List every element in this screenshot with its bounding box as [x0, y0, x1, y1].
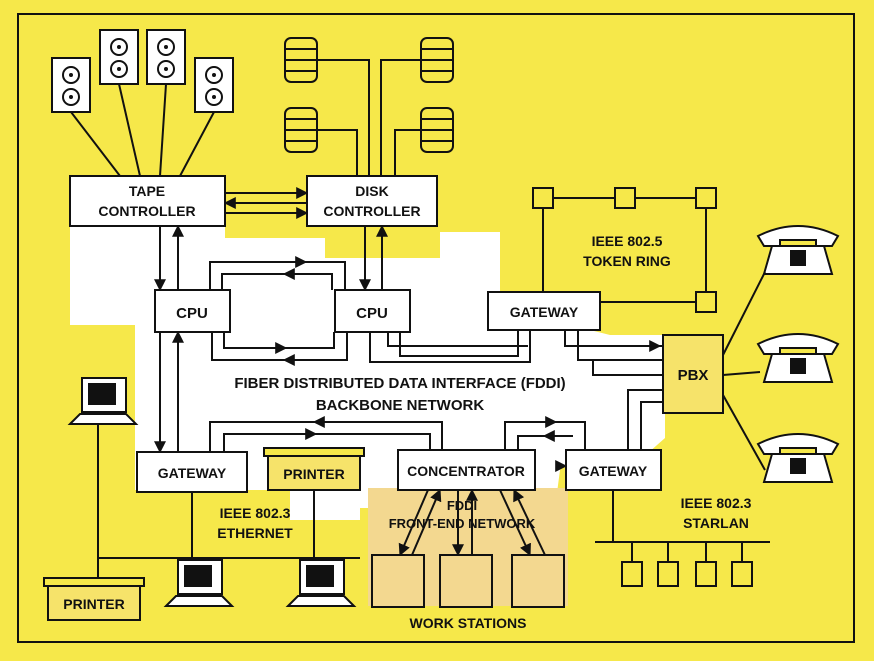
disk-controller-label: DISK: [355, 183, 388, 199]
disk-controller-label: CONTROLLER: [323, 203, 420, 219]
telephone-icon: [756, 433, 840, 483]
concentrator-label: CONCENTRATOR: [407, 463, 525, 479]
telephone-icon: [756, 333, 840, 383]
token-ring-label: TOKEN RING: [583, 253, 671, 269]
disk-stack-icon: [284, 107, 318, 153]
front-end-label: FRONT-END NETWORK: [389, 516, 536, 531]
gateway-ethernet: GATEWAY: [136, 451, 248, 493]
gateway-token-ring: GATEWAY: [487, 291, 601, 331]
starlan-label: STARLAN: [683, 515, 749, 531]
fddi-backbone-label: FIBER DISTRIBUTED DATA INTERFACE (FDDI): [234, 375, 565, 392]
tape-controller: TAPE CONTROLLER: [69, 175, 226, 227]
cpu-right-label: CPU: [356, 305, 388, 322]
cpu-left: CPU: [154, 289, 231, 333]
work-station: [439, 554, 493, 608]
gateway-starlan: GATEWAY: [565, 449, 662, 491]
work-stations-label: WORK STATIONS: [410, 615, 527, 631]
starlan-station: [621, 561, 643, 587]
tape-drive-icon: [99, 29, 139, 85]
disk-stack-icon: [420, 37, 454, 83]
concentrator: CONCENTRATOR: [397, 449, 536, 491]
ethernet-label: ETHERNET: [217, 525, 293, 541]
printer-ethernet-label: PRINTER: [63, 596, 124, 612]
cpu-right: CPU: [334, 289, 411, 333]
tape-controller-label: TAPE: [129, 183, 165, 199]
pbx: PBX: [662, 334, 724, 414]
tape-drive-icon: [194, 57, 234, 113]
computer-terminal-icon: [285, 559, 357, 607]
cpu-left-label: CPU: [176, 305, 208, 322]
disk-stack-icon: [284, 37, 318, 83]
work-station: [371, 554, 425, 608]
tape-drive-icon: [51, 57, 91, 113]
pbx-label: PBX: [678, 367, 709, 384]
disk-stack-icon: [420, 107, 454, 153]
telephone-icon: [756, 225, 840, 275]
tape-drive-icon: [146, 29, 186, 85]
starlan-label: IEEE 802.3: [681, 495, 752, 511]
printer-backbone: PRINTER: [263, 447, 365, 491]
tape-controller-label: CONTROLLER: [98, 203, 195, 219]
token-ring-network: [532, 187, 717, 313]
diagram-frame: [17, 13, 855, 643]
printer-backbone-label: PRINTER: [283, 466, 344, 482]
gateway-token-ring-label: GATEWAY: [510, 304, 579, 320]
printer-ethernet: PRINTER: [43, 577, 145, 621]
front-end-label: FDDI: [447, 498, 477, 513]
starlan-station: [731, 561, 753, 587]
token-ring-label: IEEE 802.5: [592, 233, 663, 249]
ethernet-label: IEEE 802.3: [220, 505, 291, 521]
computer-terminal-icon: [163, 559, 235, 607]
disk-controller: DISK CONTROLLER: [306, 175, 438, 227]
fddi-backbone-label: BACKBONE NETWORK: [316, 397, 484, 414]
starlan-station: [657, 561, 679, 587]
work-station: [511, 554, 565, 608]
starlan-station: [695, 561, 717, 587]
computer-terminal-icon: [67, 377, 139, 425]
gateway-ethernet-label: GATEWAY: [158, 465, 227, 481]
gateway-starlan-label: GATEWAY: [579, 463, 648, 479]
